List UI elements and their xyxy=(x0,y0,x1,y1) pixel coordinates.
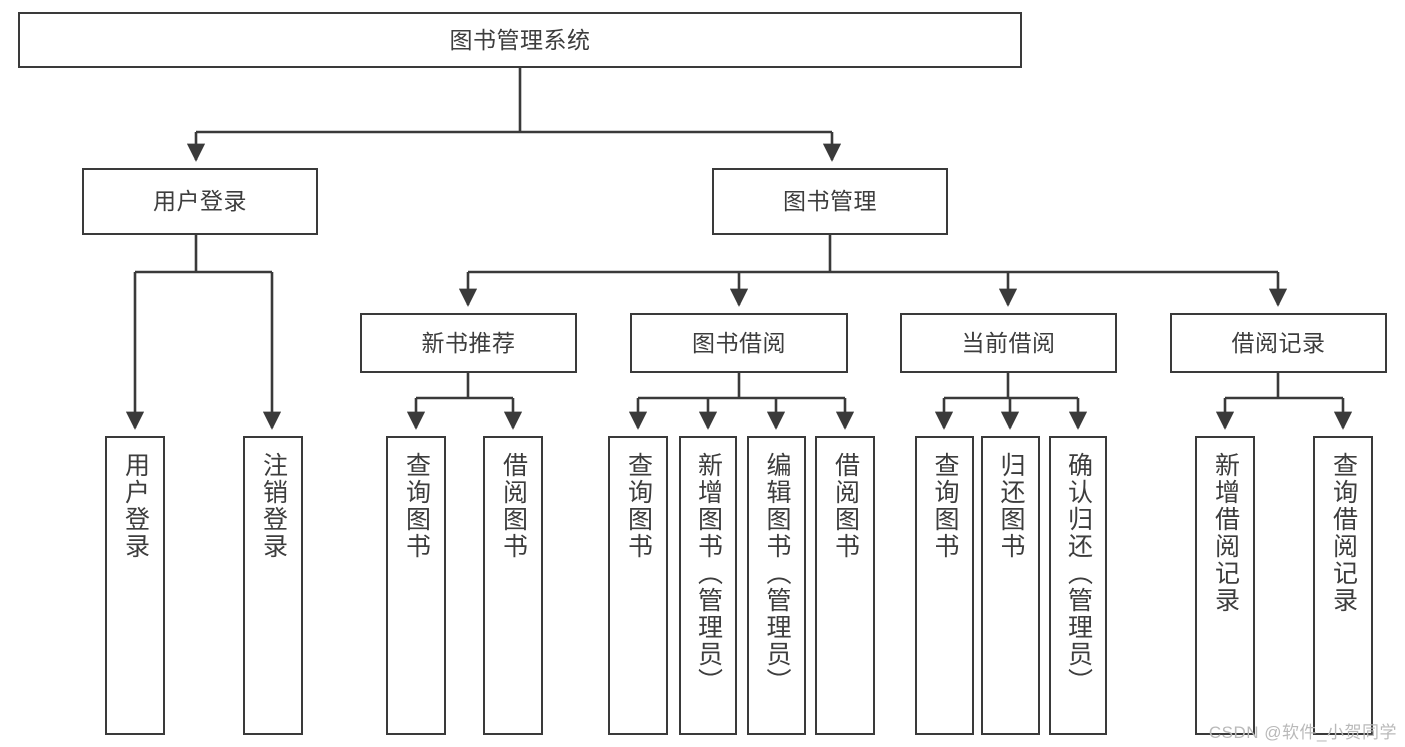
node-label: 归还图书 xyxy=(997,452,1025,560)
node-borrow-record[interactable]: 借阅记录 xyxy=(1170,313,1387,373)
node-leaf-query-book-borrow[interactable]: 查询图书 xyxy=(608,436,668,735)
node-leaf-borrow-book[interactable]: 借阅图书 xyxy=(815,436,875,735)
node-leaf-edit-book[interactable]: 编辑图书（管理员） xyxy=(747,436,806,735)
node-label: 图书管理 xyxy=(783,188,877,215)
node-label: 查询图书 xyxy=(931,452,959,560)
node-leaf-user-login[interactable]: 用户登录 xyxy=(105,436,165,735)
node-leaf-return-book[interactable]: 归还图书 xyxy=(981,436,1040,735)
node-leaf-add-borrow-record[interactable]: 新增借阅记录 xyxy=(1195,436,1255,735)
node-user-login[interactable]: 用户登录 xyxy=(82,168,318,235)
node-label: 新书推荐 xyxy=(421,329,516,356)
node-label: 查询借阅记录 xyxy=(1329,452,1358,614)
node-leaf-add-book[interactable]: 新增图书（管理员） xyxy=(679,436,737,735)
node-leaf-user-logout[interactable]: 注销登录 xyxy=(243,436,303,735)
node-leaf-borrow-book-recommend[interactable]: 借阅图书 xyxy=(483,436,543,735)
node-book-management-system[interactable]: 图书管理系统 xyxy=(18,12,1022,68)
node-label: 图书借阅 xyxy=(692,329,786,356)
node-leaf-query-book-current[interactable]: 查询图书 xyxy=(915,436,974,735)
node-label: 图书管理系统 xyxy=(449,26,591,53)
node-label: 查询图书 xyxy=(402,452,431,560)
node-label: 用户登录 xyxy=(121,452,150,560)
node-leaf-confirm-return[interactable]: 确认归还（管理员） xyxy=(1049,436,1107,735)
node-label: 确认归还（管理员） xyxy=(1064,452,1093,695)
node-book-borrow[interactable]: 图书借阅 xyxy=(630,313,848,373)
node-label: 查询图书 xyxy=(624,452,653,560)
node-book-management[interactable]: 图书管理 xyxy=(712,168,948,235)
node-label: 编辑图书（管理员） xyxy=(763,452,791,695)
node-label: 用户登录 xyxy=(153,188,247,215)
node-label: 新增借阅记录 xyxy=(1211,452,1240,614)
node-label: 借阅记录 xyxy=(1231,329,1326,356)
node-label: 当前借阅 xyxy=(961,329,1056,356)
node-leaf-query-book-recommend[interactable]: 查询图书 xyxy=(386,436,446,735)
node-new-book-recommend[interactable]: 新书推荐 xyxy=(360,313,577,373)
node-label: 新增图书（管理员） xyxy=(694,452,723,695)
node-leaf-query-borrow-record[interactable]: 查询借阅记录 xyxy=(1313,436,1373,735)
node-label: 借阅图书 xyxy=(499,452,528,560)
node-label: 注销登录 xyxy=(259,452,288,560)
node-label: 借阅图书 xyxy=(831,452,860,560)
node-current-borrow[interactable]: 当前借阅 xyxy=(900,313,1117,373)
watermark-text: CSDN @软件_小贺同学 xyxy=(1208,723,1397,742)
